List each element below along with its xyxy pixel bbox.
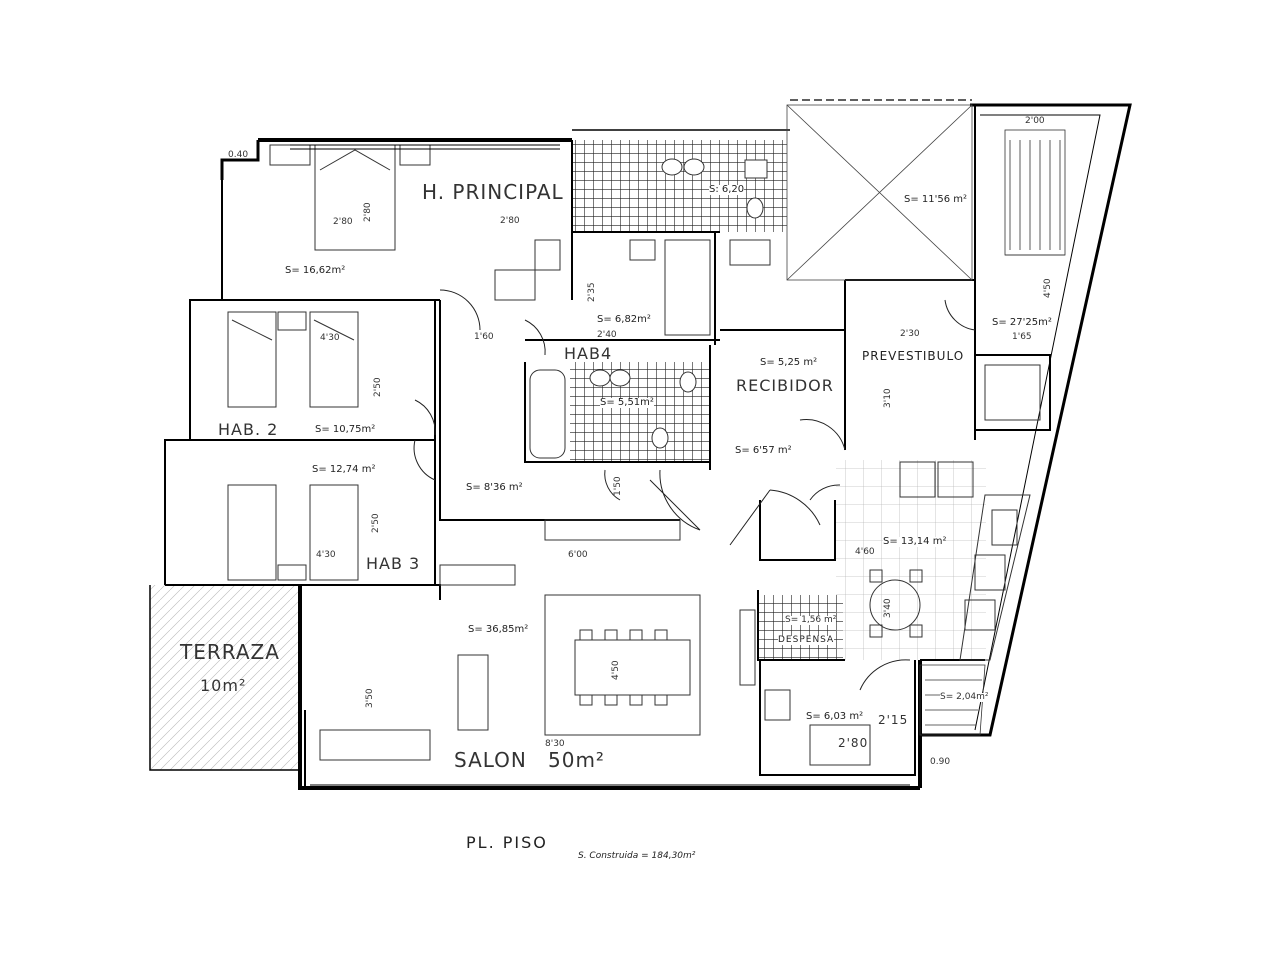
room-area: S= 2,04m² (940, 692, 989, 702)
room-area: S= 10,75m² (315, 424, 376, 435)
room-area: S: 6,20 (709, 184, 745, 195)
dimension: 4'50 (1043, 278, 1053, 298)
room-area: S= 12,74 m² (312, 464, 376, 475)
despensa-floor (758, 595, 843, 660)
room-name: SALON (454, 748, 527, 772)
room-name: H. PRINCIPAL (422, 180, 564, 204)
dimension: 2'80 (333, 217, 353, 227)
dimension: 4'60 (855, 547, 875, 557)
room-name: PREVESTIBULO (862, 349, 965, 363)
room-area: S= 5,51m² (600, 397, 654, 408)
void-cross (786, 104, 973, 281)
dimension: 4'30 (316, 550, 336, 560)
dimension: 1'65 (1012, 332, 1032, 342)
room-name: HAB. 2 (218, 420, 279, 439)
dimension: 2'30 (900, 329, 920, 339)
room-name: HAB4 (564, 344, 613, 363)
dimension: 2'35 (587, 282, 597, 302)
dimension: 2'40 (597, 330, 617, 340)
exterior-walls (149, 99, 1132, 790)
floor-fills (150, 140, 986, 770)
room-area: S= 11'56 m² (904, 194, 968, 205)
room-area: S= 6,82m² (597, 314, 651, 325)
room-area: S= 6,03 m² (806, 711, 864, 722)
doors (413, 289, 976, 691)
margin-dimension: 0.90 (930, 757, 951, 767)
room-area: S= 8'36 m² (466, 482, 523, 493)
dimension: 1'60 (474, 332, 494, 342)
room-area-label: 50m² (548, 748, 605, 772)
dimension: 1'50 (613, 476, 623, 496)
dimension: 4'50 (611, 660, 621, 680)
room-name: HAB 3 (366, 554, 421, 573)
room-area: S= 13,14 m² (883, 536, 947, 547)
plan-title: PL. PISO (466, 833, 548, 852)
dimension: 2'50 (373, 377, 383, 397)
room-area: S= 6'57 m² (735, 445, 792, 456)
dimension: 2'50 (371, 513, 381, 533)
room-name: DESPENSA (778, 635, 835, 645)
room-area: S= 27'25m² (992, 317, 1052, 328)
cocina-floor (836, 460, 986, 660)
room-area: S= 36,85m² (468, 624, 529, 635)
room-name: RECIBIDOR (736, 376, 834, 395)
dimension: 2'80 (500, 216, 520, 226)
dimension: 2'80 (838, 736, 869, 750)
dimension: 2'80 (363, 202, 373, 222)
dimension: 3'10 (883, 388, 893, 408)
room-area-top: S= 5,25 m² (760, 357, 818, 368)
room-area: 10m² (200, 676, 247, 695)
margin-dimension: 0.40 (228, 150, 249, 160)
dimension: 2'15 (878, 713, 909, 727)
room-area: S= 16,62m² (285, 265, 346, 276)
dimension: 6'00 (568, 550, 588, 560)
dimension: 2'00 (1025, 116, 1045, 126)
dimension: 8'30 (545, 739, 565, 749)
room-area: S= 1,56 m² (785, 615, 837, 625)
room-name: TERRAZA (180, 640, 280, 664)
terraza-floor (150, 585, 300, 770)
dimension: 4'30 (320, 333, 340, 343)
built-area: S. Construida = 184,30m² (578, 851, 696, 861)
dimension: 3'40 (883, 598, 893, 618)
windows (290, 144, 910, 786)
stairs (919, 129, 1066, 736)
dimension: 3'50 (365, 688, 375, 708)
furniture (227, 144, 1041, 766)
